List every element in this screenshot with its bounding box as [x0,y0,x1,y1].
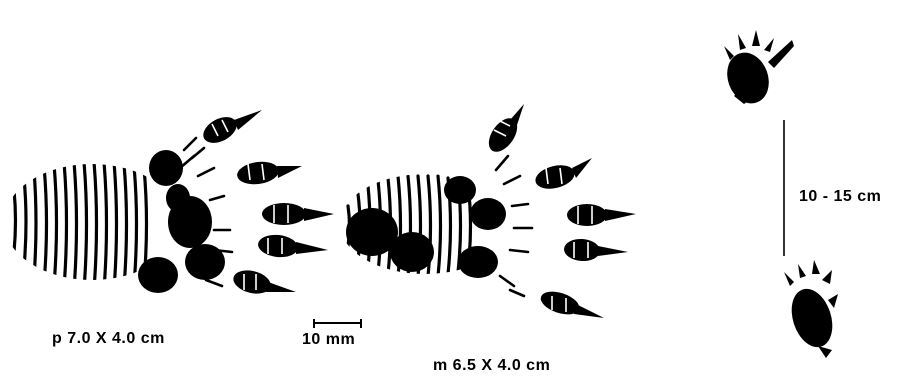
fore-digits [483,104,636,319]
hind-heel-pad [14,162,147,290]
fore-foot-label: m 6.5 X 4.0 cm [433,357,550,375]
trail-print-bottom [784,260,839,358]
trail-print-top [720,30,794,109]
scale-bar [314,319,361,328]
fore-footprint [346,104,636,319]
hind-footprint [14,110,334,297]
hind-toe-pads [138,150,225,293]
stride-label: 10 - 15 cm [799,188,881,206]
fore-palm-streaks [496,156,532,296]
hind-foot-label: p 7.0 X 4.0 cm [52,330,165,348]
scale-bar-label: 10 mm [302,331,355,349]
